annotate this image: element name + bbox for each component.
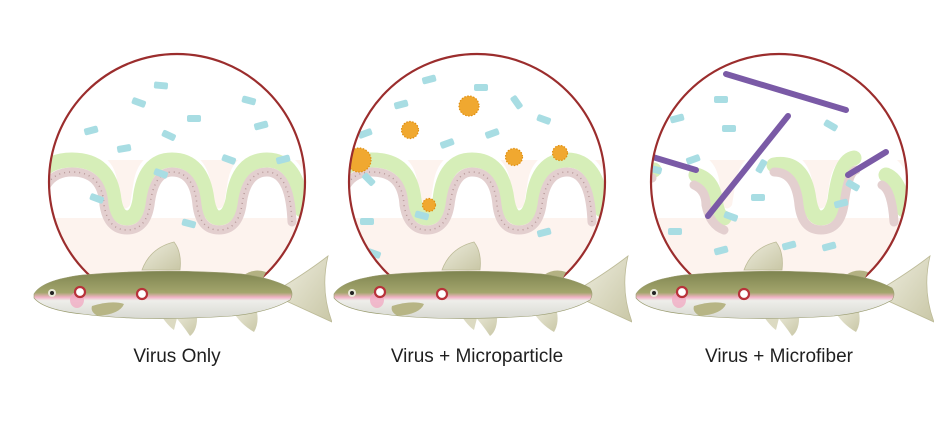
virus-particles [83,81,291,229]
microfibers [651,71,889,219]
virus-microparticle-illustration [332,52,632,338]
virus-microfiber-illustration [634,52,934,338]
panel-virus-microparticle: Virus + Microparticle [322,0,632,430]
virus-only-illustration [32,52,332,338]
panel-virus-only: Virus Only [22,0,332,430]
panel-virus-microfiber: Virus + Microfiber [624,0,934,430]
virus-particles [357,74,552,259]
panel-label: Virus + Microfiber [704,346,853,367]
panel-label: Virus + Microparticle [390,346,564,367]
panel-label: Virus Only [133,346,221,367]
virus-particles [651,96,860,256]
